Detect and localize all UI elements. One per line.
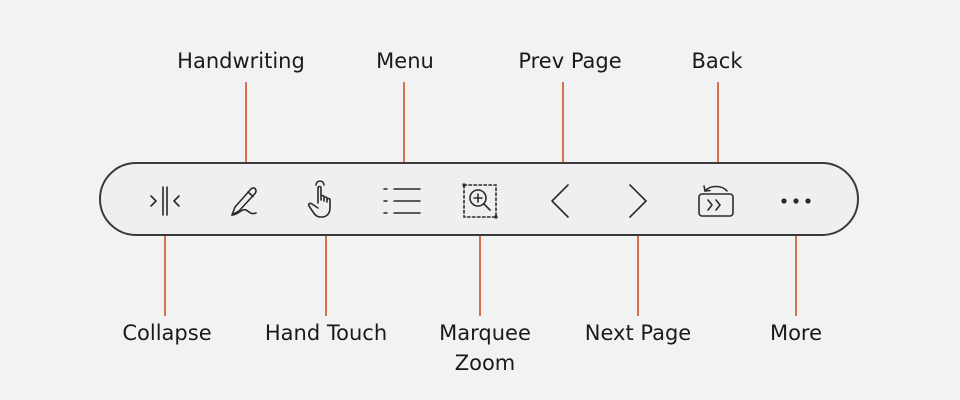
- label-handwriting: Handwriting: [177, 49, 305, 73]
- chevron-left-icon: [551, 184, 569, 218]
- label-more: More: [769, 321, 823, 345]
- back-button[interactable]: [692, 177, 740, 225]
- collapse-icon: [150, 186, 180, 216]
- label-menu: Menu: [376, 49, 434, 73]
- next-page-button[interactable]: [614, 177, 662, 225]
- hand-touch-button[interactable]: [298, 177, 346, 225]
- label-hand-touch: Hand Touch: [264, 321, 388, 345]
- label-collapse: Collapse: [122, 321, 212, 345]
- list-icon: [383, 188, 421, 214]
- hand-pointer-icon: [307, 180, 331, 218]
- prev-page-button[interactable]: [536, 177, 584, 225]
- marquee-zoom-button[interactable]: [456, 177, 504, 225]
- back-icon: [698, 185, 734, 217]
- menu-button[interactable]: [378, 177, 426, 225]
- chevron-right-icon: [629, 184, 647, 218]
- label-marquee-zoom: Marquee Zoom: [439, 321, 531, 375]
- ellipsis-icon: [781, 198, 811, 204]
- pen-icon: [231, 187, 257, 216]
- label-prev-page: Prev Page: [518, 49, 622, 73]
- more-button[interactable]: [772, 177, 820, 225]
- marquee-zoom-icon: [462, 183, 498, 219]
- label-next-page: Next Page: [584, 321, 692, 345]
- handwriting-button[interactable]: [220, 177, 268, 225]
- collapse-button[interactable]: [141, 177, 189, 225]
- label-back: Back: [691, 49, 743, 73]
